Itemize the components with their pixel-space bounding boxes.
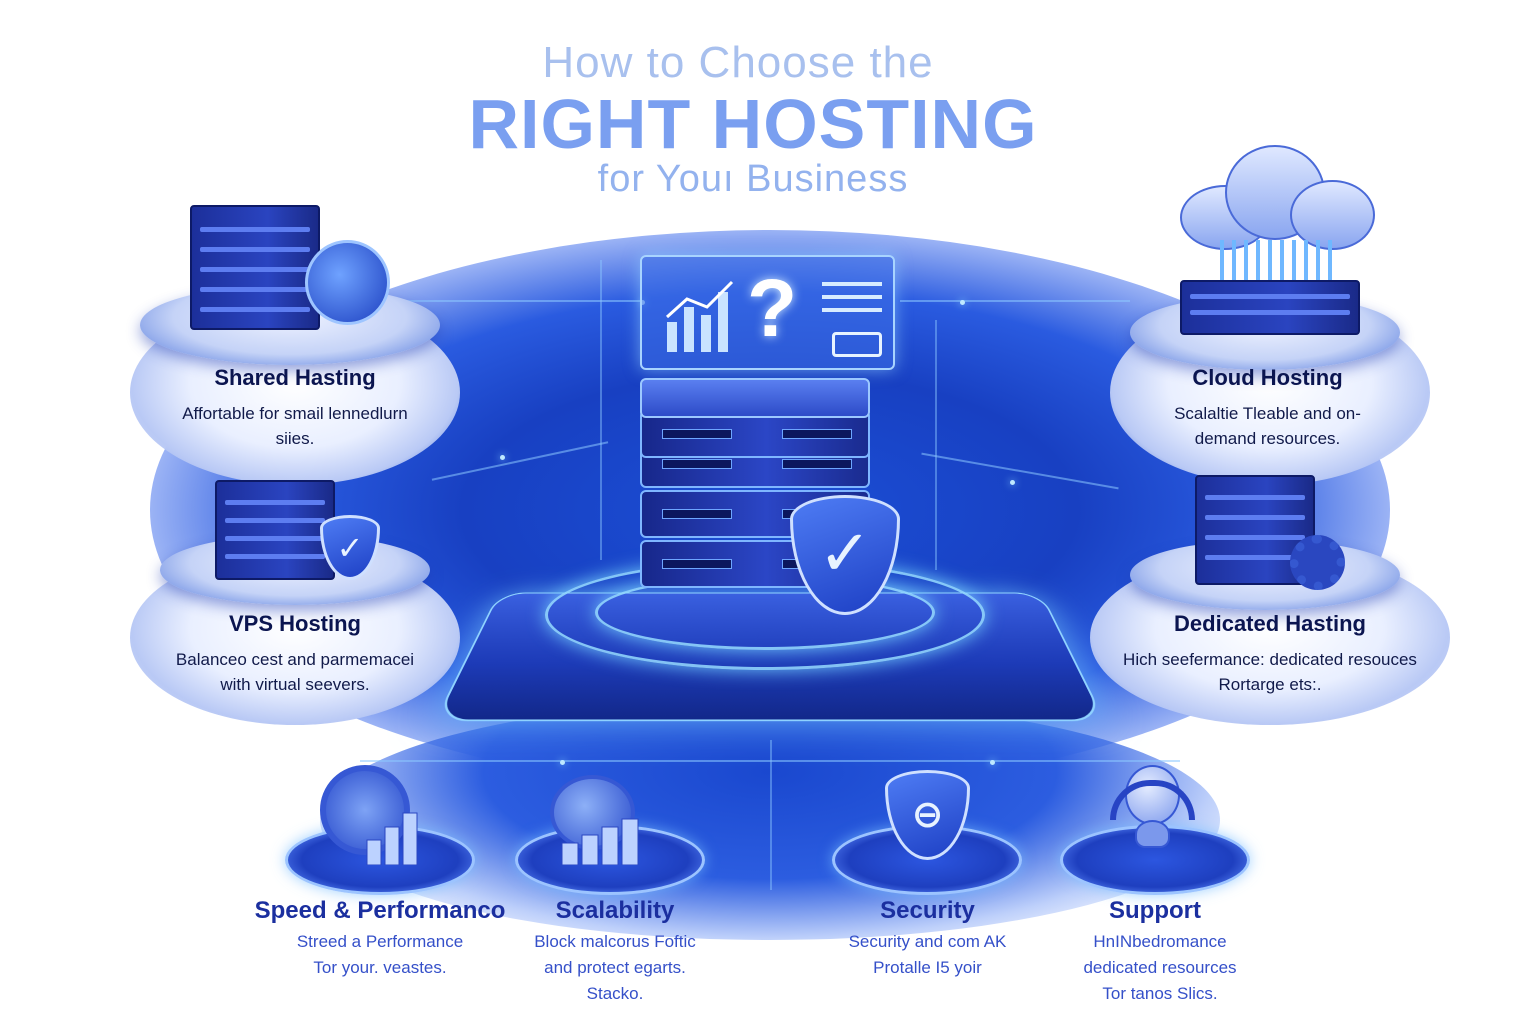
card-desc-line: Balanceo cest and parmemacei xyxy=(175,650,415,669)
card-shared-hosting: Shared Hasting Affortable for smail lenn… xyxy=(130,365,460,451)
card-desc-line: Hich seefermance: dedicated resouces xyxy=(1123,650,1417,669)
card-desc: Hich seefermance: dedicated resouces Ror… xyxy=(1085,647,1455,697)
feature-desc: HnINbedromance dedicated resources Tor t… xyxy=(1030,929,1290,1007)
card-desc-line: Rortarge ets:. xyxy=(1218,675,1322,694)
growth-bars-icon xyxy=(561,818,639,865)
panel-line xyxy=(822,308,882,312)
feature-desc: Streed a Performance Tor your. veastes. xyxy=(250,929,510,981)
bar-chart-icon xyxy=(366,812,418,865)
title-line-1: How to Choose the xyxy=(542,38,934,87)
background-lower-glow xyxy=(320,700,1220,940)
feature-title: Speed & Performanco xyxy=(254,897,506,924)
gear-icon xyxy=(1290,535,1345,590)
server-icon xyxy=(190,205,320,330)
feature-title: Support xyxy=(1109,897,1201,924)
bar-chart-icon xyxy=(665,280,734,352)
card-desc-line: siies. xyxy=(275,429,315,448)
feature-title: Security xyxy=(880,897,975,924)
circuit-line xyxy=(935,320,937,570)
question-mark-icon: ? xyxy=(747,263,798,354)
title-line-3: for Youı Business xyxy=(597,158,909,200)
server-icon xyxy=(215,480,335,580)
support-headset-icon xyxy=(1110,760,1195,850)
panel-line xyxy=(822,295,882,299)
panel-line xyxy=(822,282,882,286)
card-dedicated-hosting: Dedicated Hasting Hich seefermance: dedi… xyxy=(1085,611,1455,697)
server-top xyxy=(640,378,870,418)
circuit-line xyxy=(600,260,602,560)
feature-desc-line: Block malcorus Foftic xyxy=(534,932,696,951)
feature-desc-line: Tor your. veastes. xyxy=(313,958,447,977)
hdd-icon xyxy=(832,332,882,357)
circuit-line xyxy=(900,300,1130,302)
feature-desc-line: Protalle I5 yoir xyxy=(873,958,982,977)
circuit-line xyxy=(380,300,640,302)
feature-desc-line: Tor tanos Slics. xyxy=(1102,984,1218,1003)
feature-desc: Security and com AK Protalle I5 yoir xyxy=(800,929,1055,981)
feature-desc: Block malcorus Foftic and protect egarts… xyxy=(490,929,740,1007)
analytics-screen: ? xyxy=(640,255,895,370)
card-cloud-hosting: Cloud Hosting Scalaltie Tleable and on- … xyxy=(1110,365,1425,451)
feature-title: Scalability xyxy=(555,897,675,924)
data-stream xyxy=(1220,240,1340,280)
server-layer xyxy=(640,410,870,458)
spark xyxy=(1010,480,1015,485)
spark xyxy=(560,760,565,765)
feature-desc-line: Stacko. xyxy=(586,984,644,1003)
spark xyxy=(500,455,505,460)
spark xyxy=(990,760,995,765)
card-title: VPS Hosting xyxy=(228,611,361,636)
feature-desc-line: Security and com AK xyxy=(848,932,1007,951)
globe-icon xyxy=(305,240,390,325)
card-title: Shared Hasting xyxy=(214,365,376,390)
feature-desc-line: HnINbedromance xyxy=(1093,932,1227,951)
card-desc-line: Affortable for smail lennedlurn xyxy=(182,404,408,423)
card-title: Dedicated Hasting xyxy=(1174,611,1366,636)
cloud-icon xyxy=(1180,140,1380,250)
title-line-2: RIGHT HOSTING xyxy=(468,85,1038,163)
card-desc: Affortable for smail lennedlurn siies. xyxy=(130,401,460,451)
circuit-line xyxy=(360,760,1180,762)
card-desc-line: with virtual seevers. xyxy=(220,675,370,694)
card-desc-line: Scalaltie Tleable and on- xyxy=(1174,404,1361,423)
card-desc-line: demand resources. xyxy=(1194,429,1341,448)
card-desc: Balanceo cest and parmemacei with virtua… xyxy=(120,647,470,697)
server-icon xyxy=(1180,280,1360,335)
spark xyxy=(960,300,965,305)
card-desc: Scalaltie Tleable and on- demand resourc… xyxy=(1110,401,1425,451)
card-vps-hosting: VPS Hosting Balanceo cest and parmemacei… xyxy=(120,611,470,697)
circuit-line xyxy=(770,740,772,890)
feature-desc-line: and protect egarts. xyxy=(544,958,686,977)
feature-desc-line: dedicated resources xyxy=(1083,958,1237,977)
card-title: Cloud Hosting xyxy=(1192,365,1343,390)
feature-desc-line: Streed a Performance xyxy=(296,932,464,951)
